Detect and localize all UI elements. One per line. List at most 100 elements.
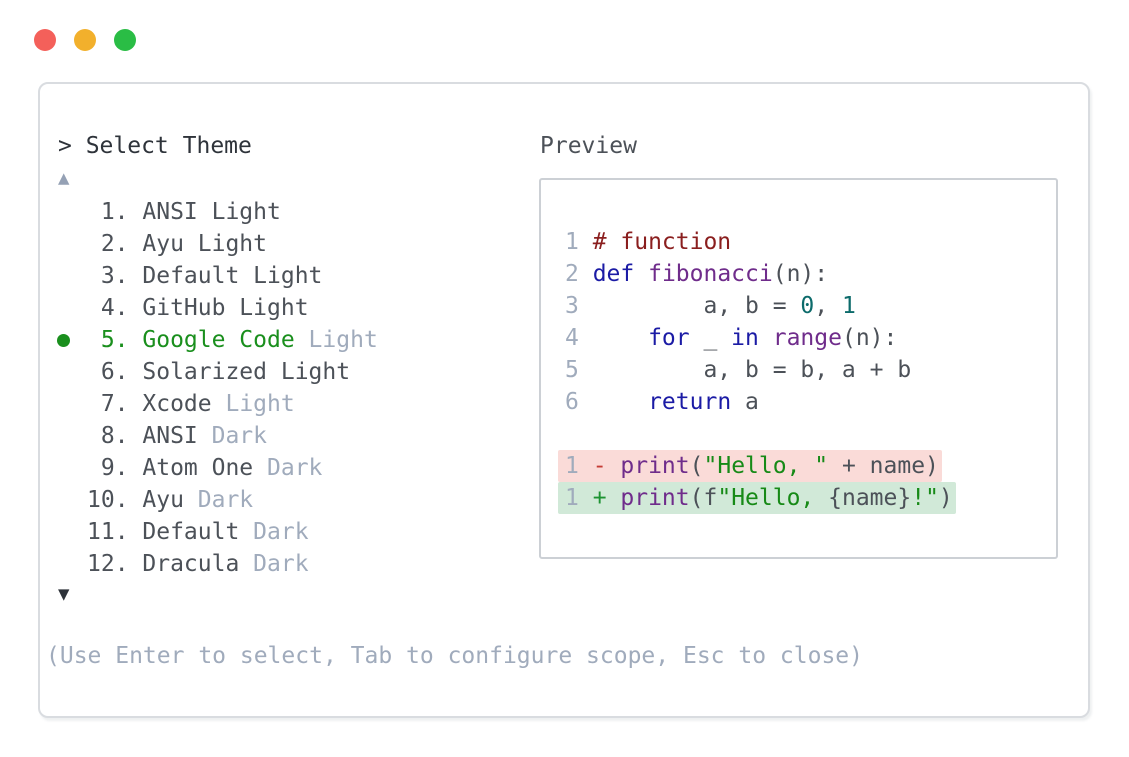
window-controls	[34, 29, 136, 51]
code-token: (	[689, 453, 704, 479]
line-number: 2	[565, 261, 579, 287]
theme-option[interactable]: 9. Atom One Dark	[87, 452, 378, 484]
theme-number: 4.	[100, 295, 129, 321]
code-token: # function	[592, 229, 732, 255]
theme-number: 1.	[100, 199, 129, 225]
code-token: -	[592, 453, 621, 479]
theme-name: Ayu	[142, 487, 184, 513]
theme-option[interactable]: 8. ANSI Dark	[87, 420, 378, 452]
close-button[interactable]	[34, 29, 56, 51]
theme-number: 9.	[100, 455, 129, 481]
theme-option[interactable]: 5. Google Code Light	[57, 324, 378, 356]
code-token	[634, 261, 648, 287]
code-token: "Hello, "	[703, 453, 829, 479]
theme-name: ANSI	[142, 423, 198, 449]
theme-number: 7.	[100, 391, 129, 417]
code-token: )	[938, 485, 953, 511]
code-token: 0	[800, 293, 815, 319]
code-token: def	[592, 261, 635, 287]
code-block: 1 # function 2 def fibonacci (n): 3 a, b = 0,…	[558, 226, 956, 514]
code-token: +	[592, 485, 621, 511]
code-token: a	[731, 389, 759, 415]
code-token: a, b =	[592, 293, 801, 319]
theme-name: ANSI Light	[142, 199, 281, 225]
theme-name: Default	[142, 519, 240, 545]
code-token: fibonacci	[648, 261, 773, 287]
code-token: print	[620, 485, 690, 511]
code-token: (n):	[841, 325, 898, 351]
code-token: 1	[841, 293, 856, 319]
theme-name: Default Light	[142, 263, 323, 289]
preview-label: Preview	[540, 133, 637, 159]
code-token: !"	[911, 485, 939, 511]
code-line: 1+ print(f"Hello, {name}!")	[558, 482, 956, 514]
code-token: return	[648, 389, 732, 415]
preview-pane: 1 # function 2 def fibonacci (n): 3 a, b = 0,…	[539, 178, 1058, 559]
theme-option[interactable]: 2. Ayu Light	[87, 228, 378, 260]
theme-list: 1. ANSI Light 2. Ayu Light 3. Default Light 4.…	[57, 196, 378, 580]
help-text: (Use Enter to select, Tab to configure s…	[46, 643, 863, 669]
theme-number: 11.	[87, 519, 129, 545]
theme-variant: Dark	[239, 519, 309, 545]
code-line: 1 # function	[565, 226, 956, 258]
code-token	[593, 389, 648, 415]
theme-name: Atom One	[142, 455, 254, 481]
code-line: 5 a, b = b, a + b	[565, 354, 956, 386]
theme-variant: Dark	[253, 455, 323, 481]
code-token: "Hello,	[717, 485, 829, 511]
theme-variant: Dark	[239, 551, 309, 577]
line-number: 4	[565, 325, 579, 351]
theme-variant: Light	[211, 391, 295, 417]
theme-option[interactable]: 6. Solarized Light	[87, 356, 378, 388]
theme-variant: Dark	[197, 423, 268, 449]
theme-number: 10.	[87, 487, 129, 513]
code-token: _	[689, 325, 732, 351]
theme-option[interactable]: 11. Default Dark	[87, 516, 378, 548]
line-number: 5	[565, 357, 579, 383]
code-line: 3 a, b = 0, 1	[565, 290, 956, 322]
code-token: for	[648, 325, 690, 351]
theme-option[interactable]: 12. Dracula Dark	[87, 548, 378, 580]
code-token: + name)	[828, 453, 939, 479]
theme-option[interactable]: 7. Xcode Light	[87, 388, 378, 420]
theme-option[interactable]: 10. Ayu Dark	[87, 484, 378, 516]
scroll-up-icon[interactable]: ▲	[58, 162, 69, 194]
code-token	[593, 325, 648, 351]
code-line: 1- print("Hello, " + name)	[558, 450, 942, 482]
theme-name: Ayu Light	[142, 231, 267, 257]
code-token: {name}	[828, 485, 912, 511]
line-number: 1	[565, 229, 579, 255]
code-token: ,	[814, 293, 842, 319]
theme-name: Google Code	[142, 327, 295, 353]
theme-number: 6.	[100, 359, 129, 385]
theme-option[interactable]: 3. Default Light	[87, 260, 378, 292]
line-number: 3	[565, 293, 579, 319]
theme-number: 12.	[87, 551, 129, 577]
code-token: in	[731, 325, 759, 351]
theme-name: GitHub Light	[142, 295, 309, 321]
theme-option[interactable]: 4. GitHub Light	[87, 292, 378, 324]
code-line: 6 return a	[565, 386, 956, 418]
theme-name: Solarized Light	[142, 359, 351, 385]
theme-number: 8.	[100, 423, 129, 449]
code-line	[565, 418, 956, 450]
minimize-button[interactable]	[74, 29, 96, 51]
code-token	[759, 325, 773, 351]
code-line: 4 for _ in range(n):	[565, 322, 956, 354]
code-token: a, b = b, a + b	[592, 357, 912, 383]
theme-option[interactable]: 1. ANSI Light	[87, 196, 378, 228]
scroll-down-icon[interactable]: ▼	[58, 578, 69, 610]
theme-number: 3.	[100, 263, 129, 289]
theme-name: Dracula	[142, 551, 240, 577]
theme-number: 5.	[100, 327, 129, 353]
theme-variant: Dark	[183, 487, 254, 513]
zoom-button[interactable]	[114, 29, 136, 51]
line-number: 1	[565, 485, 579, 511]
theme-number: 2.	[100, 231, 129, 257]
theme-variant: Light	[294, 327, 378, 353]
theme-name: Xcode	[142, 391, 212, 417]
code-token: print	[620, 453, 690, 479]
code-token: range	[772, 325, 842, 351]
